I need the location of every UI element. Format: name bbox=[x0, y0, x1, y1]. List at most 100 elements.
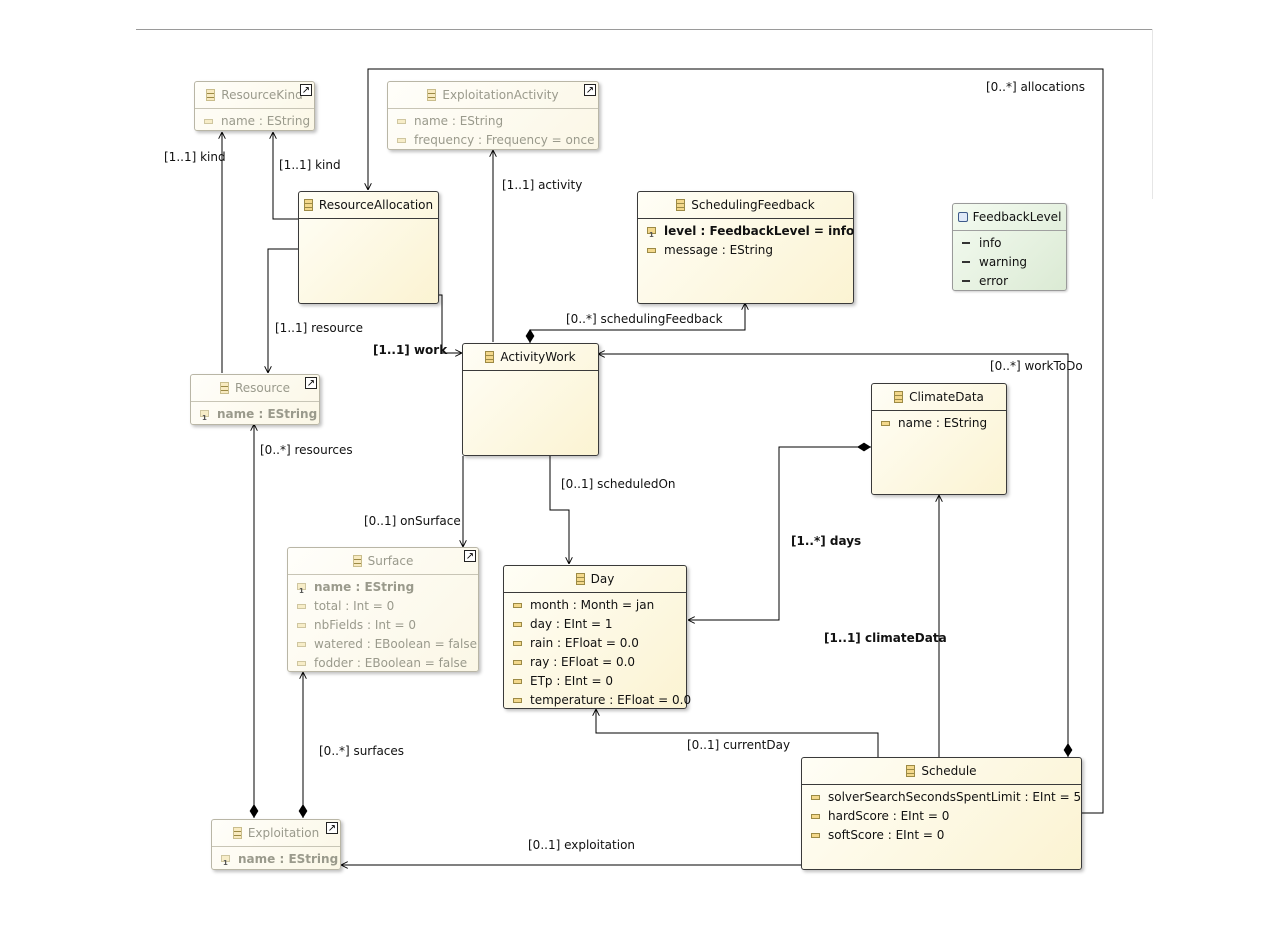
label-climate-data: [1..1] climateData bbox=[824, 631, 947, 645]
class-exploitation-activity[interactable]: ExploitationActivity ↗ name : EString fre… bbox=[387, 81, 599, 150]
edge-allocation-kind[interactable] bbox=[273, 132, 298, 220]
attribute-icon bbox=[881, 421, 890, 426]
label-allocations: [0..*] allocations bbox=[986, 80, 1085, 94]
attribute: softScore : EInt = 0 bbox=[828, 828, 945, 842]
enum-feedback-level[interactable]: FeedbackLevel info warning error bbox=[952, 203, 1067, 291]
eclass-icon bbox=[676, 199, 686, 211]
edge-resource[interactable] bbox=[268, 248, 298, 373]
attribute: total : Int = 0 bbox=[314, 599, 395, 613]
attribute-icon bbox=[811, 814, 820, 819]
edge-current-day[interactable] bbox=[596, 709, 879, 757]
attribute-icon bbox=[297, 623, 306, 628]
label-resource: [1..1] resource bbox=[275, 321, 363, 335]
eclass-icon bbox=[219, 382, 229, 394]
attribute-icon bbox=[297, 642, 306, 647]
attribute: ETp : EInt = 0 bbox=[530, 674, 613, 688]
label-current-day: [0..1] currentDay bbox=[687, 738, 791, 752]
class-scheduling-feedback[interactable]: SchedulingFeedback level : FeedbackLevel… bbox=[637, 191, 854, 304]
class-name: ExploitationActivity bbox=[442, 88, 559, 102]
attribute-icon bbox=[513, 679, 522, 684]
eclass-icon bbox=[427, 89, 437, 101]
key-attribute-icon bbox=[297, 583, 306, 595]
external-link-icon[interactable]: ↗ bbox=[300, 84, 312, 96]
class-schedule[interactable]: Schedule solverSearchSecondsSpentLimit :… bbox=[801, 757, 1082, 870]
attribute: name : EString bbox=[221, 114, 311, 128]
edge-scheduled-on[interactable] bbox=[549, 456, 569, 564]
enum-literal: info bbox=[979, 236, 1002, 250]
class-resource-allocation[interactable]: ResourceAllocation bbox=[298, 191, 439, 304]
class-surface[interactable]: Surface↗ name : EString total : Int = 0 … bbox=[287, 547, 479, 672]
external-link-icon[interactable]: ↗ bbox=[326, 822, 338, 834]
enum-name: FeedbackLevel bbox=[972, 210, 1062, 224]
external-link-icon[interactable]: ↗ bbox=[305, 377, 317, 389]
class-activity-work[interactable]: ActivityWork bbox=[462, 343, 599, 456]
key-attribute-icon bbox=[221, 855, 230, 867]
class-day[interactable]: Day month : Month = jan day : EInt = 1 r… bbox=[503, 565, 691, 709]
eclass-icon bbox=[232, 827, 242, 839]
attribute-icon bbox=[297, 661, 306, 666]
attribute: frequency : Frequency = once bbox=[414, 133, 595, 147]
eclass-icon bbox=[575, 573, 585, 585]
attribute-icon bbox=[647, 248, 656, 253]
enum-literal: error bbox=[979, 274, 1009, 288]
label-work-to-do: [0..*] workToDo bbox=[990, 359, 1083, 373]
class-resource-kind[interactable]: ResourceKind↗ name : EString bbox=[194, 81, 315, 131]
attribute: temperature : EFloat = 0.0 bbox=[530, 693, 692, 707]
attribute: name : EString bbox=[414, 114, 504, 128]
label-exploitation: [0..1] exploitation bbox=[528, 838, 636, 852]
label-resources: [0..*] resources bbox=[260, 443, 353, 457]
key-attribute-icon bbox=[200, 410, 209, 422]
class-name: Day bbox=[590, 572, 615, 586]
eenum-icon bbox=[957, 212, 968, 222]
label-scheduled-on: [0..1] scheduledOn bbox=[561, 477, 676, 491]
attribute-icon bbox=[204, 119, 213, 124]
class-name: Exploitation bbox=[247, 826, 320, 840]
label-surfaces: [0..*] surfaces bbox=[319, 744, 405, 758]
external-link-icon[interactable]: ↗ bbox=[464, 550, 476, 562]
literal-icon bbox=[962, 280, 970, 282]
eclass-icon bbox=[352, 555, 362, 567]
edge-work-to-do[interactable] bbox=[598, 354, 1068, 757]
external-link-icon[interactable]: ↗ bbox=[584, 84, 596, 96]
edge-work[interactable] bbox=[438, 294, 462, 353]
attribute-icon bbox=[513, 603, 522, 608]
attribute-icon bbox=[513, 641, 522, 646]
attribute: hardScore : EInt = 0 bbox=[828, 809, 950, 823]
class-name: ResourceKind bbox=[221, 88, 303, 102]
attribute-icon bbox=[513, 660, 522, 665]
class-name: Resource bbox=[234, 381, 291, 395]
class-exploitation[interactable]: Exploitation↗ name : EString bbox=[211, 819, 341, 870]
eclass-icon bbox=[485, 351, 495, 363]
edge-scheduling-feedback[interactable] bbox=[530, 303, 745, 343]
attribute-icon bbox=[811, 795, 820, 800]
label-on-surface: [0..1] onSurface bbox=[364, 514, 461, 528]
enum-literal: warning bbox=[979, 255, 1028, 269]
edge-allocations[interactable] bbox=[368, 68, 1104, 814]
attribute: nbFields : Int = 0 bbox=[314, 618, 417, 632]
canvas-right-border bbox=[1152, 29, 1153, 199]
label-resource-kind: [1..1] kind bbox=[164, 150, 226, 164]
attribute-icon bbox=[397, 138, 406, 143]
class-name: Schedule bbox=[921, 764, 977, 778]
attribute: name : EString bbox=[217, 407, 318, 421]
label-allocation-kind: [1..1] kind bbox=[279, 158, 341, 172]
attribute: name : EString bbox=[314, 580, 415, 594]
label-work: [1..1] work bbox=[373, 343, 448, 357]
class-name: ActivityWork bbox=[500, 350, 576, 364]
attribute: fodder : EBoolean = false bbox=[314, 656, 468, 670]
literal-icon bbox=[962, 261, 970, 263]
attribute-icon bbox=[513, 698, 522, 703]
attribute-icon bbox=[513, 622, 522, 627]
label-activity: [1..1] activity bbox=[502, 178, 583, 192]
class-name: ResourceAllocation bbox=[318, 198, 434, 212]
attribute: watered : EBoolean = false bbox=[314, 637, 478, 651]
edge-days[interactable] bbox=[688, 447, 871, 620]
attribute: solverSearchSecondsSpentLimit : EInt = 5 bbox=[828, 790, 1082, 804]
attribute-icon bbox=[811, 833, 820, 838]
class-resource[interactable]: Resource ↗ name : EString bbox=[190, 374, 320, 425]
class-climate-data[interactable]: ClimateData name : EString bbox=[871, 383, 1007, 495]
class-name: Surface bbox=[367, 554, 414, 568]
key-attribute-icon bbox=[647, 227, 656, 239]
attribute: day : EInt = 1 bbox=[530, 617, 613, 631]
